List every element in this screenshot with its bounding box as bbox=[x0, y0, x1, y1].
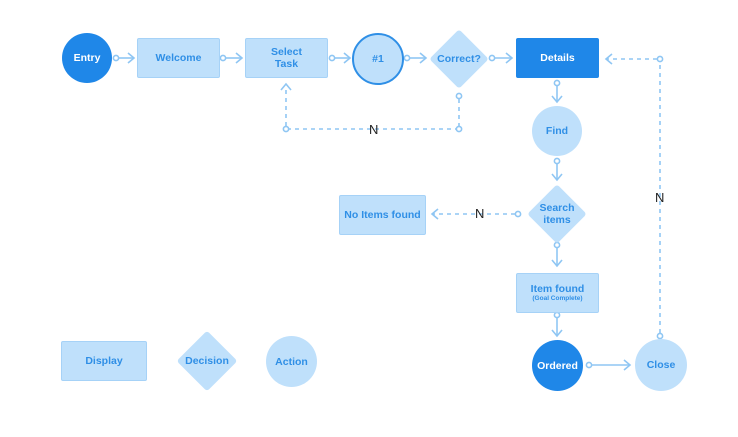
edge-close-no-loop bbox=[606, 58, 661, 333]
edge-welcome-select bbox=[219, 52, 244, 64]
ordered-node: Ordered bbox=[532, 340, 583, 391]
welcome-label: Welcome bbox=[155, 52, 202, 64]
no-items-found-label: No Items found bbox=[344, 209, 421, 221]
item-found-sublabel: (Goal Complete) bbox=[532, 295, 583, 302]
entry-node: Entry bbox=[62, 33, 112, 83]
close-label: Close bbox=[646, 359, 676, 371]
edge-entry-welcome bbox=[112, 52, 136, 64]
ordered-label: Ordered bbox=[537, 359, 578, 372]
edge-details-find bbox=[551, 79, 563, 104]
search-no-label: N bbox=[475, 206, 485, 221]
find-node: Find bbox=[532, 106, 582, 156]
edge-found-ordered bbox=[551, 311, 563, 338]
search-items-label: Search items bbox=[539, 202, 575, 226]
item-found-node: Item found (Goal Complete) bbox=[516, 273, 599, 313]
step-one-node: #1 bbox=[352, 33, 404, 85]
edge-correct-no-loop bbox=[285, 86, 460, 130]
legend-action: Action bbox=[266, 336, 317, 387]
details-node: Details bbox=[516, 38, 599, 78]
correct-decision-node: Correct? bbox=[429, 29, 489, 89]
edge-correct-details bbox=[488, 52, 514, 64]
close-no-label: N bbox=[655, 190, 665, 205]
legend-decision-label: Decision bbox=[185, 355, 229, 367]
step-one-label: #1 bbox=[372, 53, 384, 65]
legend-decision: Decision bbox=[176, 330, 238, 392]
edge-find-search bbox=[551, 157, 563, 182]
item-found-label: Item found bbox=[530, 283, 585, 295]
edge-ordered-close bbox=[585, 359, 632, 371]
details-label: Details bbox=[540, 52, 575, 64]
legend-display: Display bbox=[61, 341, 147, 381]
legend-action-label: Action bbox=[275, 355, 308, 368]
select-task-label: Select Task bbox=[271, 46, 302, 70]
welcome-node: Welcome bbox=[137, 38, 220, 78]
correct-label: Correct? bbox=[437, 53, 481, 65]
legend-display-label: Display bbox=[85, 355, 123, 367]
edge-search-found bbox=[551, 241, 563, 268]
close-node: Close bbox=[635, 339, 687, 391]
edge-step-correct bbox=[403, 52, 428, 64]
correct-no-label: N bbox=[369, 122, 379, 137]
find-label: Find bbox=[545, 125, 569, 137]
no-items-found-node: No Items found bbox=[339, 195, 426, 235]
edge-select-step bbox=[328, 52, 352, 64]
search-items-decision-node: Search items bbox=[527, 184, 587, 244]
entry-label: Entry bbox=[73, 52, 101, 64]
select-task-node: Select Task bbox=[245, 38, 328, 78]
